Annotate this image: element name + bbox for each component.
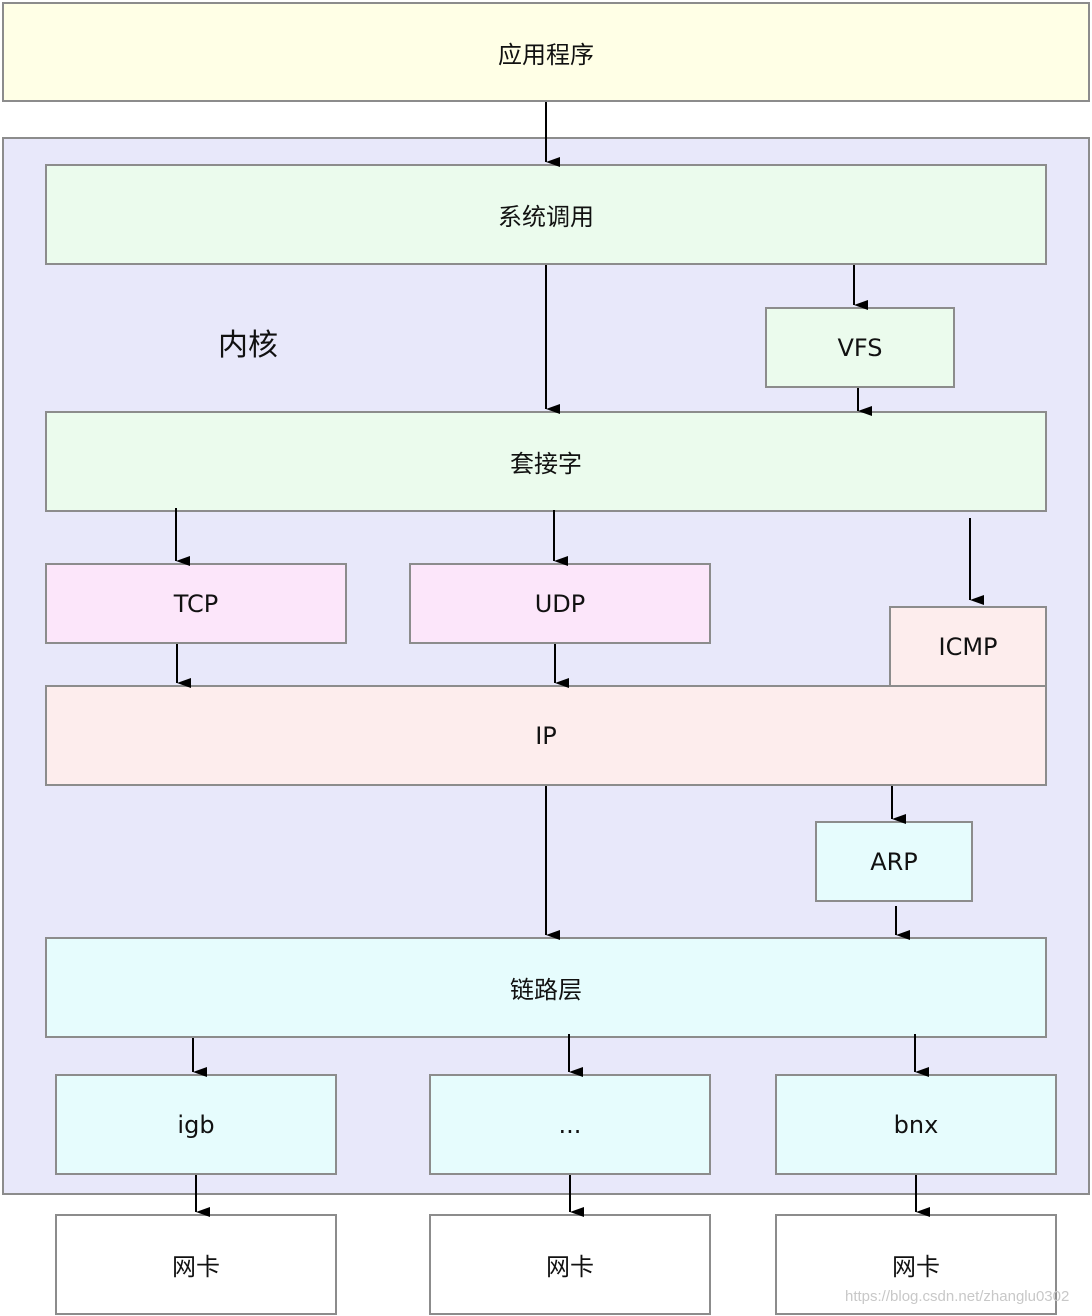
tcp-box: TCP <box>45 563 347 644</box>
nic-box: 网卡 <box>429 1214 711 1315</box>
arp-label: ARP <box>870 847 918 876</box>
driver-igb-box: igb <box>55 1074 337 1175</box>
link-layer-box: 链路层 <box>45 937 1047 1038</box>
watermark-text: https://blog.csdn.net/zhanglu0302 <box>845 1288 1070 1305</box>
nic-label: 网卡 <box>546 1253 594 1281</box>
link-layer-label: 链路层 <box>510 976 582 1004</box>
icmp-box: ICMP <box>889 606 1047 688</box>
driver-label: igb <box>177 1110 215 1139</box>
udp-box: UDP <box>409 563 711 644</box>
arp-box: ARP <box>815 821 973 902</box>
driver-label: ... <box>558 1110 582 1139</box>
icmp-label: ICMP <box>938 633 998 661</box>
nic-box: 网卡 <box>775 1214 1057 1315</box>
nic-label: 网卡 <box>892 1253 940 1281</box>
driver-label: bnx <box>893 1110 939 1139</box>
tcp-label: TCP <box>173 589 219 618</box>
driver-ellipsis-box: ... <box>429 1074 711 1175</box>
vfs-box: VFS <box>765 307 955 388</box>
nic-box: 网卡 <box>55 1214 337 1315</box>
syscall-label: 系统调用 <box>498 203 594 231</box>
syscall-box: 系统调用 <box>45 164 1047 265</box>
app-label: 应用程序 <box>498 40 594 69</box>
nic-label: 网卡 <box>172 1253 220 1281</box>
socket-label: 套接字 <box>510 450 582 478</box>
udp-label: UDP <box>534 589 586 618</box>
ip-label: IP <box>535 721 557 750</box>
driver-bnx-box: bnx <box>775 1074 1057 1175</box>
socket-box: 套接字 <box>45 411 1047 512</box>
app-box: 应用程序 <box>2 2 1090 102</box>
ip-box: IP <box>45 685 1047 786</box>
vfs-label: VFS <box>837 333 883 362</box>
kernel-label: 内核 <box>218 328 278 363</box>
